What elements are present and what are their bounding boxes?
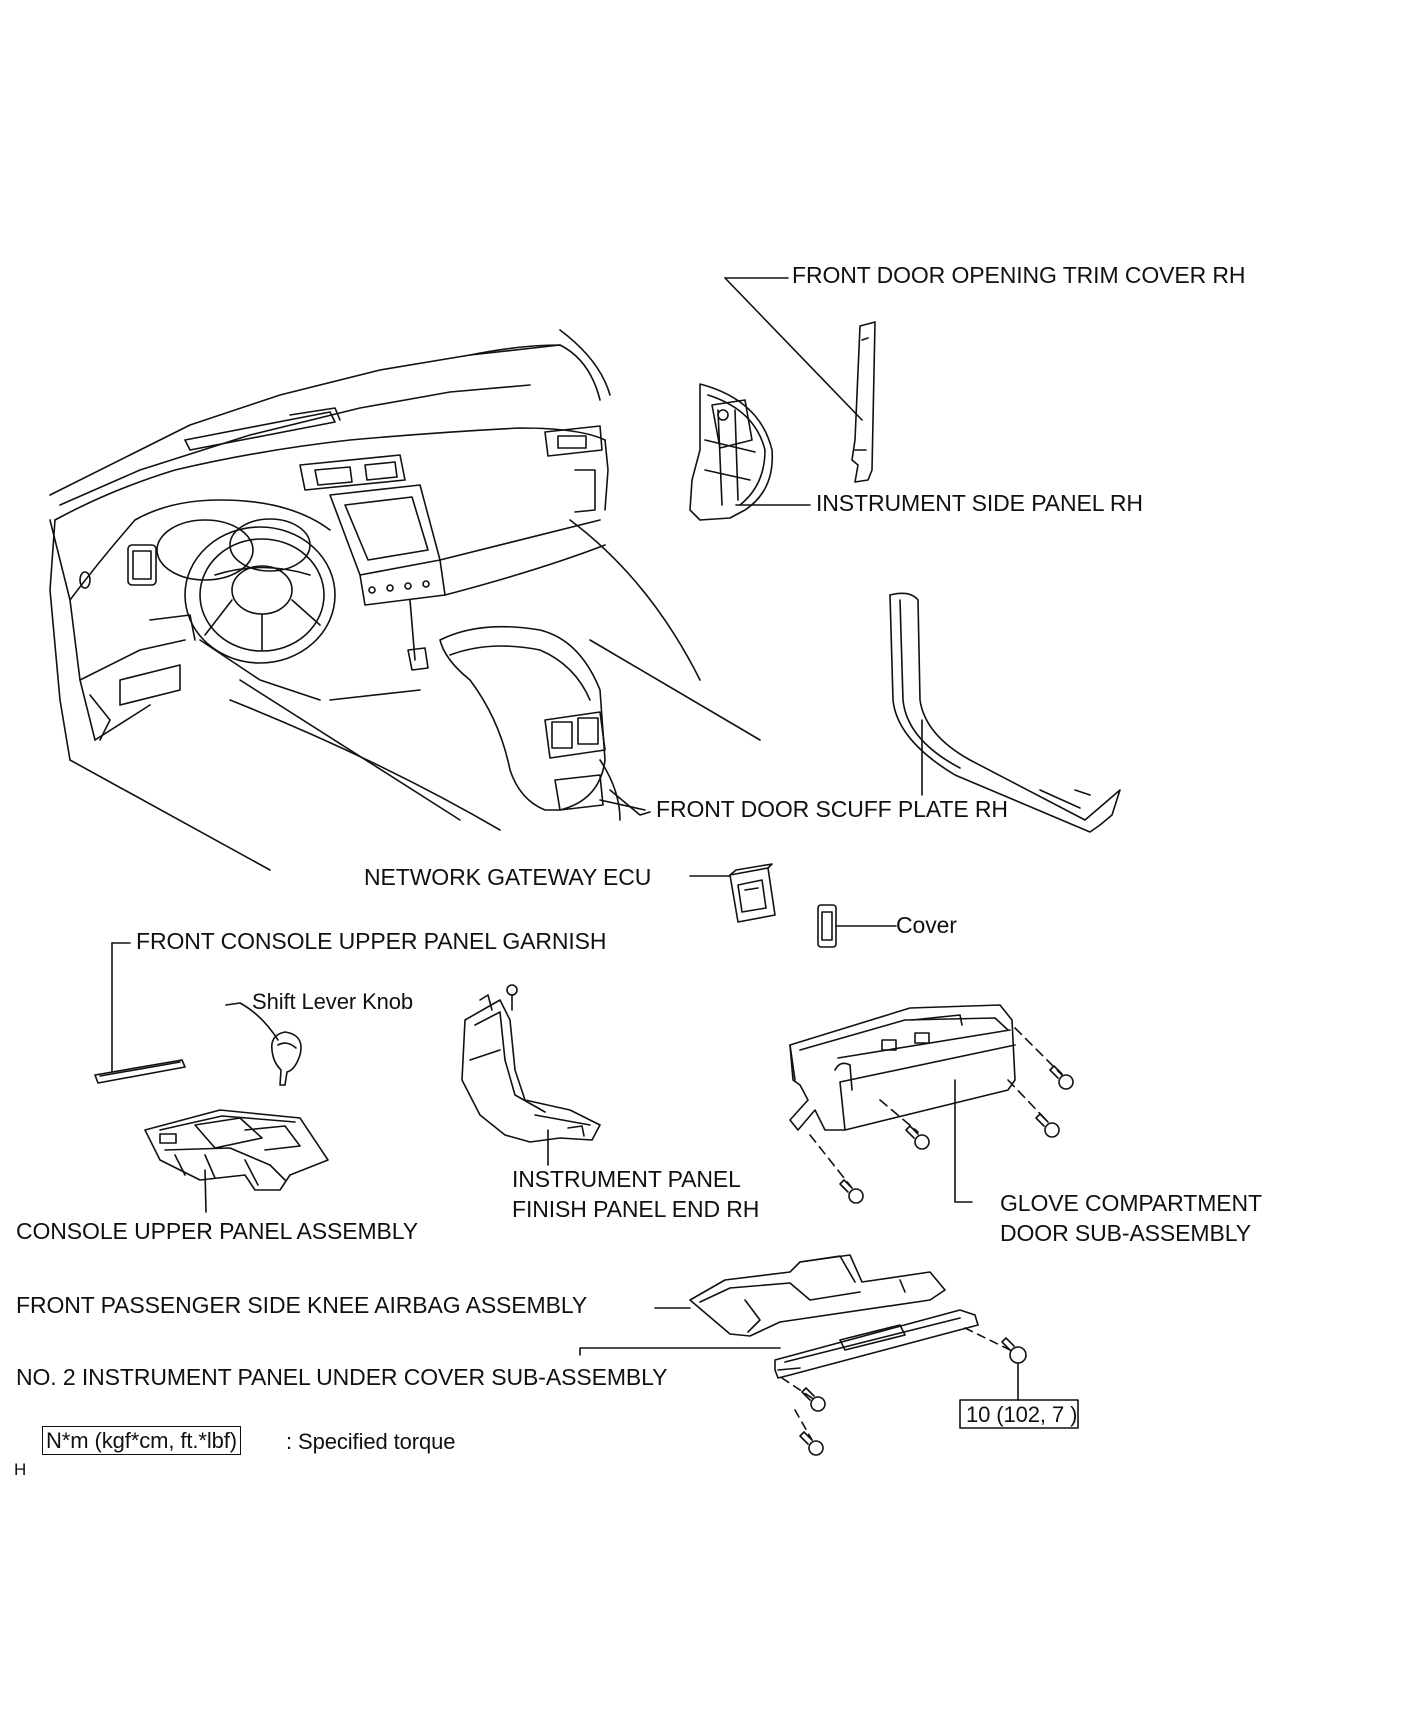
label-console-upper-panel-assembly: CONSOLE UPPER PANEL ASSEMBLY	[16, 1218, 418, 1244]
label-front-door-opening-trim-cover: FRONT DOOR OPENING TRIM COVER RH	[792, 262, 1246, 288]
instrument-panel-finish-panel-end-part	[461, 984, 601, 1166]
label-instrument-side-panel: INSTRUMENT SIDE PANEL RH	[816, 490, 1143, 516]
torque-value: 10 (102, 7 )	[966, 1402, 1078, 1427]
knee-airbag-assembly-part	[654, 1254, 946, 1337]
front-console-upper-panel-garnish-part	[94, 942, 186, 1084]
instrument-side-panel-part	[689, 383, 811, 521]
cover-part	[817, 904, 897, 948]
legend-torque-units: N*m (kgf*cm, ft.*lbf)	[42, 1426, 242, 1455]
label-front-door-scuff-plate: FRONT DOOR SCUFF PLATE RH	[656, 796, 1008, 822]
network-gateway-ecu-part	[689, 863, 776, 923]
legend-specified-torque: : Specified torque	[286, 1429, 456, 1454]
label-cover: Cover	[896, 912, 957, 938]
label-glove-compartment-line1: GLOVE COMPARTMENT	[1000, 1190, 1262, 1216]
label-knee-airbag-assembly: FRONT PASSENGER SIDE KNEE AIRBAG ASSEMBL…	[16, 1292, 588, 1318]
label-under-cover-sub-assembly: NO. 2 INSTRUMENT PANEL UNDER COVER SUB-A…	[16, 1364, 668, 1390]
front-door-opening-trim-cover-part	[724, 277, 876, 483]
label-glove-compartment-line2: DOOR SUB-ASSEMBLY	[1000, 1220, 1251, 1246]
label-network-gateway-ecu: NETWORK GATEWAY ECU	[364, 864, 652, 890]
label-instrument-panel-finish-end-line2: FINISH PANEL END RH	[512, 1196, 760, 1222]
corner-mark: H	[14, 1460, 27, 1479]
under-cover-sub-assembly-part	[579, 1309, 1027, 1456]
shift-lever-knob-part	[225, 1002, 302, 1086]
console-upper-panel-assembly-part	[144, 1109, 329, 1213]
torque-value-box	[959, 1399, 1079, 1429]
dashboard-overview-drawing	[49, 329, 761, 871]
label-shift-lever-knob: Shift Lever Knob	[252, 989, 414, 1014]
glove-compartment-screws	[809, 1027, 1074, 1204]
front-door-scuff-plate-part	[889, 592, 1121, 833]
leader-front-door-scuff-plate	[609, 789, 651, 816]
label-instrument-panel-finish-end-line1: INSTRUMENT PANEL	[512, 1166, 741, 1192]
label-front-console-upper-panel-garnish: FRONT CONSOLE UPPER PANEL GARNISH	[136, 928, 607, 954]
glove-compartment-door-part	[789, 1004, 1016, 1203]
